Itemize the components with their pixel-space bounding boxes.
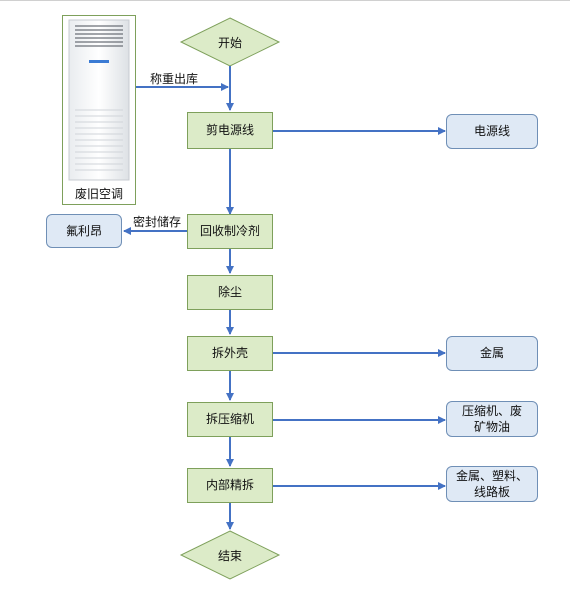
top-border-line xyxy=(0,0,570,1)
step-cut-power-cord: 剪电源线 xyxy=(187,112,273,149)
step-internal-dismantle: 内部精拆 xyxy=(187,468,273,503)
output-compressor-oil: 压缩机、废矿物油 xyxy=(446,401,538,437)
seal-store-label: 密封储存 xyxy=(133,215,182,229)
output-power-cord: 电源线 xyxy=(446,114,538,149)
step-recover-refrigerant: 回收制冷剂 xyxy=(187,214,273,249)
air-conditioner-icon xyxy=(68,19,130,181)
end-diamond xyxy=(179,530,281,580)
step-remove-shell: 拆外壳 xyxy=(187,336,273,371)
step-dust-removal: 除尘 xyxy=(187,275,273,310)
step-remove-compressor: 拆压缩机 xyxy=(187,402,273,437)
weigh-out-label: 称重出库 xyxy=(150,72,199,86)
output-metal-plastic-board: 金属、塑料、线路板 xyxy=(446,466,538,502)
unit-caption: 废旧空调 xyxy=(63,184,135,204)
air-conditioner-unit: 废旧空调 xyxy=(62,15,136,205)
output-metal: 金属 xyxy=(446,336,538,371)
start-label: 开始 xyxy=(217,36,242,50)
output-freon: 氟利昂 xyxy=(46,214,122,248)
end-label: 结束 xyxy=(217,549,242,563)
